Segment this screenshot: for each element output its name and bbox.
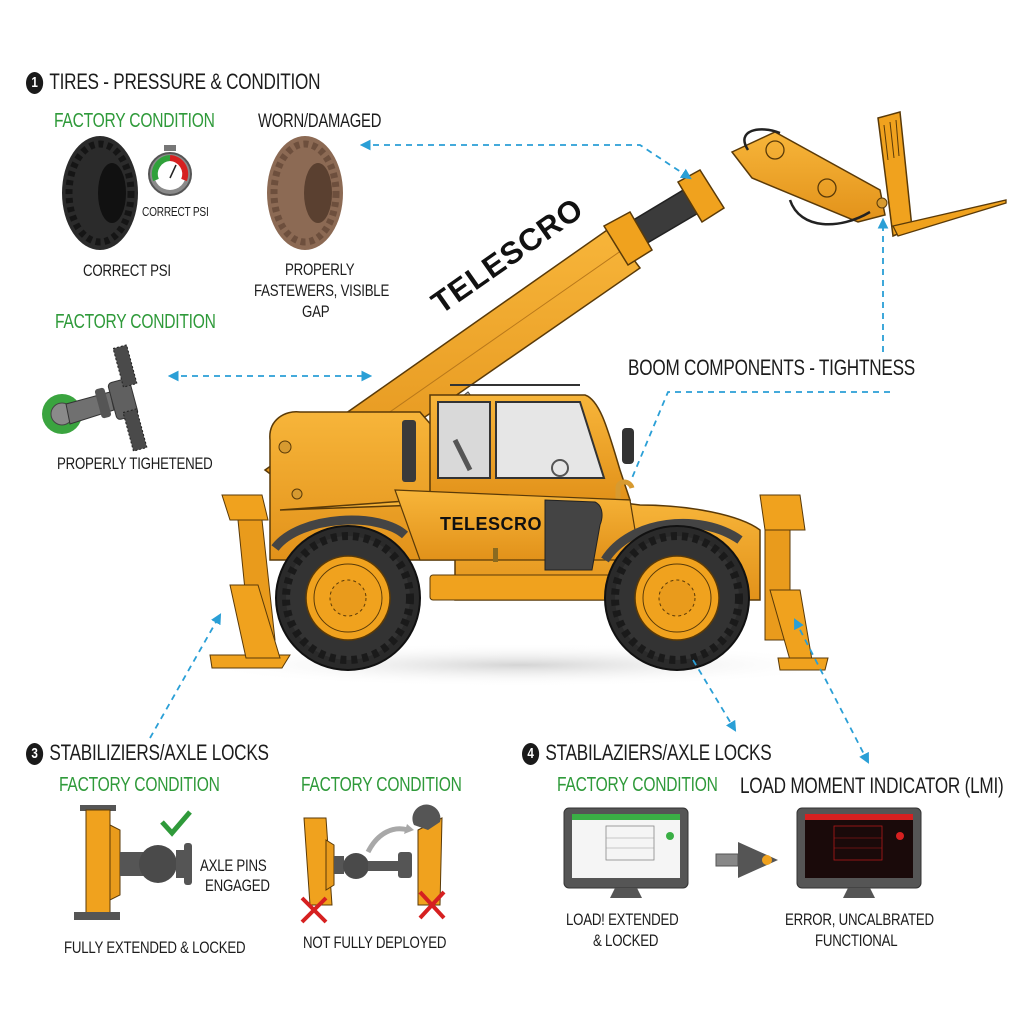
body-brand-decal: TELESCRO [440, 514, 543, 534]
factory-condition-label: FACTORY CONDITION [301, 774, 462, 796]
worn-tire-caption-line1: PROPERLY [285, 260, 355, 279]
fastener-icon [42, 344, 148, 452]
chassis [209, 384, 829, 671]
not-deployed-caption: NOT FULLY DEPLOYED [303, 933, 447, 952]
boom-components-label: BOOM COMPONENTS - TIGHTNESS [628, 355, 916, 380]
lmi-ok-caption-line2: & LOCKED [593, 931, 659, 950]
worn-damaged-label: WORN/DAMAGED [258, 111, 382, 132]
section-number-badge: 3 [26, 743, 44, 765]
worn-tire-caption-line3: GAP [302, 302, 330, 321]
lmi-ok-caption-line1: LOAD! EXTENDED [566, 910, 679, 929]
gauge-label: CORRECT PSI [142, 204, 209, 219]
factory-condition-label: FACTORY CONDITION [59, 774, 220, 796]
leader-lines [149, 139, 890, 764]
rear-wheel [275, 525, 421, 671]
worn-tire-caption-line2: FASTEWERS, VISIBLE [254, 281, 390, 300]
lmi-title: LOAD MOMENT INDICATOR (LMI) [740, 773, 1004, 798]
locked-caption: FULLY EXTENDED & LOCKED [64, 938, 246, 957]
axle-pins-line2: ENGAGED [205, 876, 270, 895]
lmi-monitor-error-icon [796, 807, 922, 898]
good-tire-caption: CORRECT PSI [83, 261, 171, 280]
worn-tire-icon [267, 136, 343, 250]
good-tire-icon [62, 136, 138, 250]
section-1-title: TIRES - PRESSURE & CONDITION [49, 69, 321, 94]
section-number-badge: 1 [26, 72, 44, 94]
lmi-connector-icon [715, 842, 778, 878]
factory-condition-label: FACTORY CONDITION [557, 774, 718, 796]
lmi-error-caption-line2: FUNCTIONAL [815, 931, 898, 950]
factory-condition-label: FACTORY CONDITION [54, 110, 215, 132]
pressure-gauge-icon [148, 145, 192, 196]
checkmark-icon [160, 810, 192, 837]
x-mark-icon [300, 896, 328, 924]
section-number-badge: 4 [522, 743, 540, 765]
factory-condition-label: FACTORY CONDITION [55, 311, 216, 333]
x-mark-icon [418, 890, 446, 920]
fastener-caption: PROPERLY TIGHETENED [57, 454, 213, 473]
lmi-error-caption-line1: ERROR, UNCALBRATED [785, 910, 934, 929]
front-wheel [604, 525, 750, 671]
section-4-title: STABILAZIERS/AXLE LOCKS [545, 740, 772, 765]
stabilizer-not-deployed-icon [303, 804, 443, 906]
stabilizer-locked-icon [74, 805, 192, 920]
section-3-title: STABILIZIERS/AXLE LOCKS [49, 740, 269, 765]
lmi-monitor-ok-icon [563, 807, 689, 898]
axle-pins-line1: AXLE PINS [200, 856, 267, 875]
